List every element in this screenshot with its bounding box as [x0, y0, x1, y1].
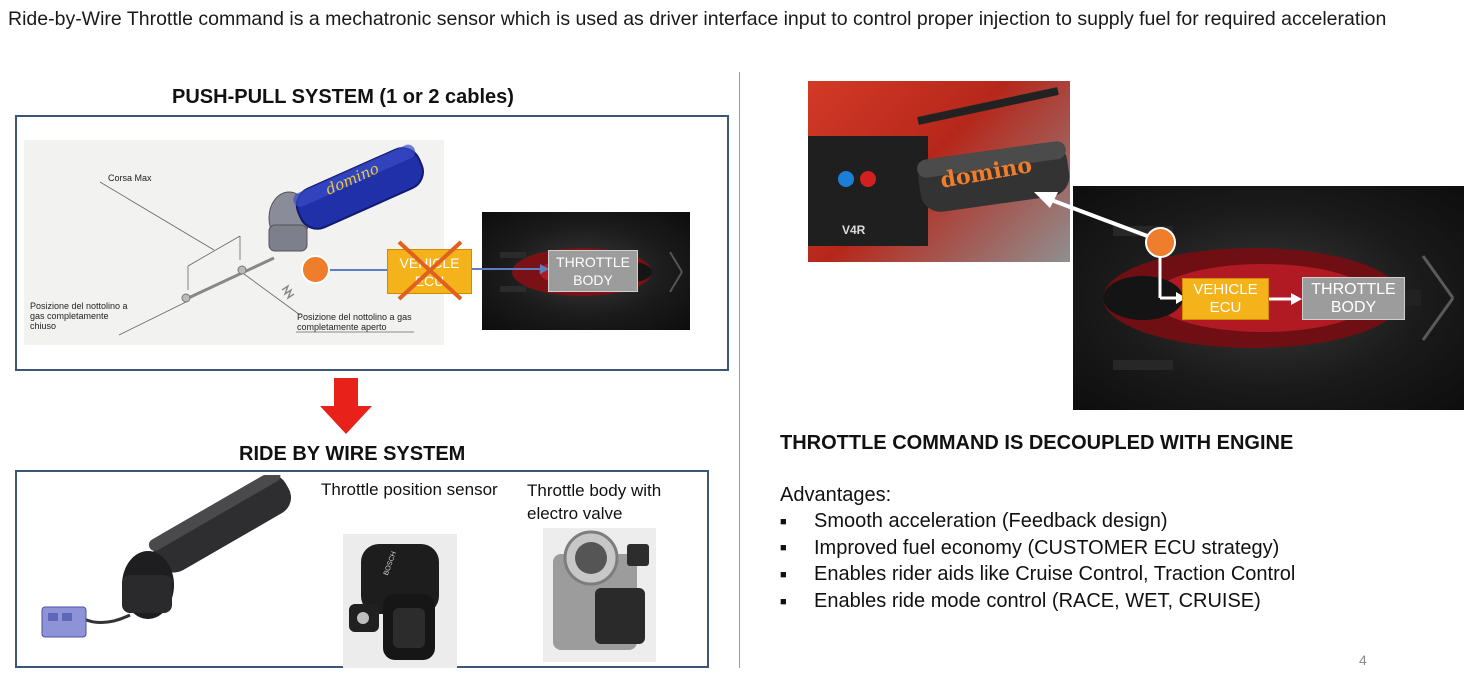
- throttle-sensor-dot-right: [1145, 227, 1176, 258]
- advantage-item: ■ Improved fuel economy (CUSTOMER ECU str…: [780, 535, 1440, 562]
- vehicle-ecu-box: VEHICLE ECU: [1182, 278, 1269, 320]
- label-closed-position: Posizione del nottolino a gas completame…: [30, 301, 128, 331]
- ecu-to-throttle-arrow: [1269, 293, 1302, 305]
- bullet-icon: ■: [780, 542, 787, 555]
- advantage-item: ■ Enables ride mode control (RACE, WET, C…: [780, 588, 1440, 615]
- handlebar-photo: [808, 81, 1070, 262]
- push-pull-title: PUSH-PULL SYSTEM (1 or 2 cables): [172, 86, 514, 108]
- advantage-text: Smooth acceleration (Feedback design): [814, 510, 1168, 532]
- handlebar-drawing: [808, 87, 1070, 246]
- label-open-position: Posizione del nottolino a gas completame…: [297, 312, 412, 332]
- advantages-title: Advantages:: [780, 484, 892, 506]
- advantages-list: ■ Smooth acceleration (Feedback design) ■…: [780, 508, 1440, 615]
- caption-throttle-body-electro-valve: Throttle body with electro valve: [527, 481, 662, 523]
- advantage-text: Improved fuel economy (CUSTOMER ECU stra…: [814, 536, 1280, 559]
- throttle-body-drawing: [553, 530, 649, 650]
- throttle-body-photo: [543, 528, 656, 662]
- label-corsa-max: Corsa Max: [108, 173, 152, 183]
- throttle-body-box-small: THROTTLE BODY: [548, 250, 638, 292]
- page-number: 4: [1359, 652, 1367, 668]
- sensor-to-ecu-line: [318, 269, 388, 271]
- push-pull-drawing: [99, 144, 424, 336]
- bullet-icon: ■: [780, 595, 787, 608]
- slide-headline: Ride-by-Wire Throttle command is a mecha…: [8, 8, 1387, 30]
- cross-out-mark: [397, 240, 463, 301]
- v4r-badge: V4R: [842, 223, 866, 237]
- ecu-to-throttle-arrow-small: [472, 264, 549, 274]
- bullet-icon: ■: [780, 515, 787, 528]
- advantage-item: ■ Enables rider aids like Cruise Control,…: [780, 561, 1440, 588]
- vertical-divider: [739, 72, 740, 668]
- ride-by-wire-title: RIDE BY WIRE SYSTEM: [239, 443, 466, 465]
- throttle-sensor-dot: [301, 255, 330, 284]
- sensor-arrows: [1034, 192, 1186, 304]
- bullet-icon: ■: [780, 569, 787, 582]
- advantage-text: Enables rider aids like Cruise Control, …: [814, 563, 1296, 586]
- transition-down-arrow: [320, 378, 372, 434]
- advantage-text: Enables ride mode control (RACE, WET, CR…: [814, 590, 1261, 613]
- caption-throttle-position-sensor: Throttle position sensor: [321, 480, 498, 499]
- push-pull-diagram: [24, 140, 444, 345]
- advantage-item: ■ Smooth acceleration (Feedback design): [780, 508, 1440, 535]
- decoupled-heading: THROTTLE COMMAND IS DECOUPLED WITH ENGIN…: [780, 432, 1294, 454]
- sensor-drawing: [349, 544, 439, 660]
- rbw-grip-drawing: [41, 475, 292, 638]
- sensor-photo: [343, 534, 457, 668]
- throttle-body-box: THROTTLE BODY: [1302, 277, 1405, 320]
